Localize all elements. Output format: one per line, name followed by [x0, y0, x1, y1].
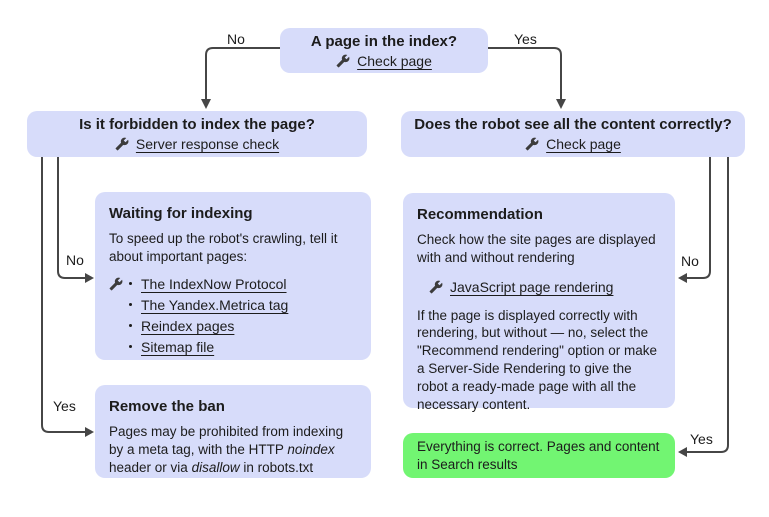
- edge-label-yes-right: Yes: [690, 431, 713, 447]
- edge-forbidden-yes: [41, 156, 86, 433]
- yandex-metrica-tag-link[interactable]: The Yandex.Metrica tag: [141, 296, 289, 313]
- node-success: Everything is correct. Pages and content…: [403, 433, 675, 478]
- node-waiting-body: To speed up the robot's crawling, tell i…: [109, 231, 338, 264]
- node-recommendation-link-row: JavaScript page rendering: [429, 279, 661, 295]
- edge-label-yes-left: Yes: [53, 398, 76, 414]
- node-recommendation-body1: Check how the site pages are displayed w…: [417, 232, 656, 265]
- edge-forbidden-no: [57, 156, 86, 279]
- arrowhead-left-success: [678, 447, 687, 457]
- bullet-dot: [129, 303, 132, 307]
- edge-root-yes: [487, 47, 562, 100]
- node-remove-ban: Remove the ban Pages may be prohibited f…: [95, 385, 371, 478]
- wrench-icon: [115, 137, 129, 151]
- check-page-link-content[interactable]: Check page: [546, 136, 621, 152]
- list-item: The Yandex.Metrica tag: [109, 297, 357, 313]
- list-item: Sitemap file: [109, 339, 357, 355]
- term-noindex: noindex: [287, 441, 335, 457]
- list-item: The IndexNow Protocol: [109, 276, 357, 292]
- node-content-question-title: Does the robot see all the content corre…: [414, 116, 732, 133]
- node-waiting-title: Waiting for indexing: [109, 205, 253, 222]
- reindex-pages-link[interactable]: Reindex pages: [141, 317, 235, 334]
- wrench-icon: [429, 280, 443, 294]
- node-success-text: Everything is correct. Pages and content…: [417, 438, 660, 472]
- wrench-icon: [336, 54, 350, 67]
- arrowhead-left-recommendation: [678, 273, 687, 283]
- node-page-in-index-link-row: Check page: [336, 53, 432, 69]
- node-forbidden-question-title: Is it forbidden to index the page?: [79, 116, 315, 133]
- indexnow-protocol-link[interactable]: The IndexNow Protocol: [141, 275, 287, 292]
- arrowhead-right-waiting: [85, 273, 94, 283]
- javascript-rendering-link[interactable]: JavaScript page rendering: [450, 278, 614, 295]
- bullet-dot: [129, 324, 132, 328]
- wrench-icon: [525, 137, 539, 151]
- wrench-icon: [109, 277, 123, 291]
- node-waiting-for-indexing: Waiting for indexing To speed up the rob…: [95, 192, 371, 360]
- edge-label-no-left: No: [66, 252, 84, 268]
- node-recommendation: Recommendation Check how the site pages …: [403, 193, 675, 412]
- node-recommendation-body2: If the page is displayed correctly with …: [417, 307, 657, 412]
- arrowhead-down-left: [201, 99, 211, 109]
- check-page-link-root[interactable]: Check page: [357, 52, 432, 69]
- node-forbidden-question-link-row: Server response check: [115, 136, 279, 152]
- edge-root-no: [205, 47, 281, 100]
- list-item: Reindex pages: [109, 318, 357, 334]
- edge-label-no-right: No: [681, 253, 699, 269]
- edge-content-yes: [686, 156, 729, 453]
- node-page-in-index: A page in the index? Check page: [280, 28, 488, 73]
- server-response-check-link[interactable]: Server response check: [135, 136, 280, 152]
- body-segment: header or via: [109, 459, 192, 475]
- sitemap-file-link[interactable]: Sitemap file: [141, 338, 215, 355]
- edge-label-yes-top: Yes: [514, 31, 537, 47]
- body-segment: in robots.txt: [239, 459, 314, 475]
- node-remove-ban-body: Pages may be prohibited from indexing by…: [109, 423, 357, 476]
- node-content-question-link-row: Check page: [525, 136, 621, 152]
- edge-content-no: [686, 156, 711, 279]
- bullet-dot: [129, 345, 132, 349]
- node-waiting-link-list: The IndexNow Protocol The Yandex.Metrica…: [109, 276, 357, 355]
- node-page-in-index-title: A page in the index?: [310, 32, 458, 50]
- edge-label-no-top: No: [227, 31, 245, 47]
- arrowhead-down-right: [556, 99, 566, 109]
- node-remove-ban-title: Remove the ban: [109, 398, 225, 415]
- body-segment: Pages may be prohibited from indexing by…: [109, 424, 344, 457]
- bullet-dot: [129, 282, 132, 286]
- node-forbidden-question: Is it forbidden to index the page? Serve…: [27, 111, 367, 157]
- arrowhead-right-removeban: [85, 427, 94, 437]
- term-disallow: disallow: [191, 459, 240, 475]
- node-recommendation-title: Recommendation: [417, 206, 543, 223]
- node-content-question: Does the robot see all the content corre…: [401, 111, 745, 157]
